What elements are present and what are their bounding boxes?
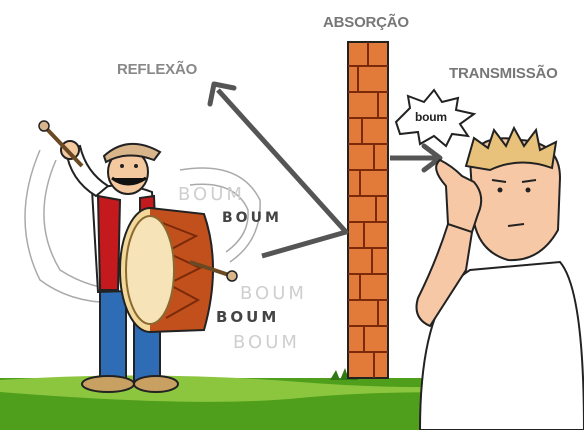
boum-faded-1: BOUM — [178, 184, 245, 205]
reflection-arrow — [210, 84, 346, 256]
boum-text-2: BOUM — [216, 308, 279, 326]
boum-faded-2: BOUM — [240, 283, 307, 304]
transmission-arrow — [390, 146, 440, 170]
boum-bubble-text: boum — [415, 110, 447, 124]
transmission-label: TRANSMISSÃO — [449, 65, 558, 82]
reflection-label: REFLEXÃO — [117, 61, 197, 78]
boum-faded-3: BOUM — [233, 332, 300, 353]
listener — [417, 128, 584, 430]
drummer — [39, 121, 237, 392]
brick-wall — [348, 42, 388, 378]
boum-text-1: BOUM — [222, 210, 282, 226]
absorption-label: ABSORÇÃO — [323, 14, 409, 31]
